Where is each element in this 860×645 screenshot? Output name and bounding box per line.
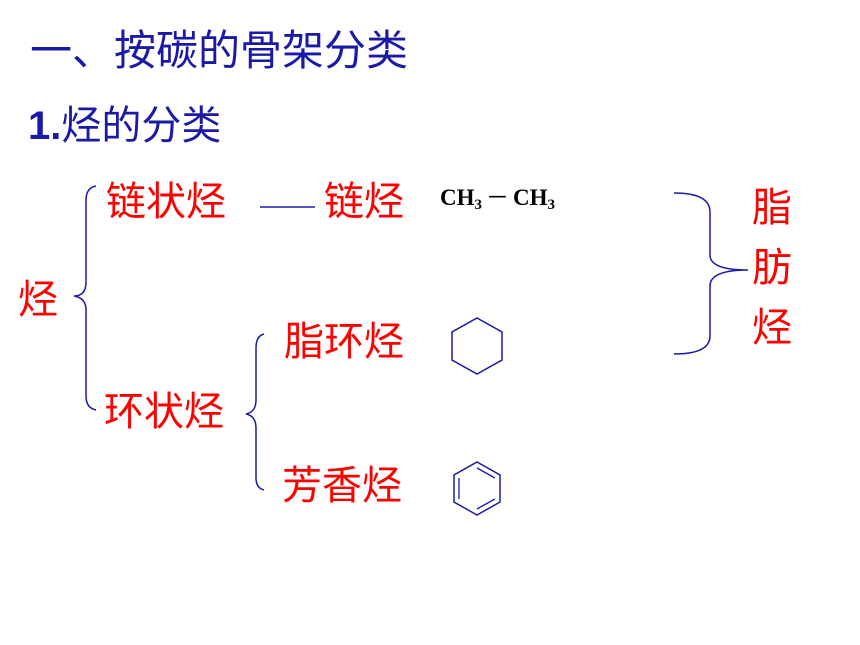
section-title: 1.烃的分类 <box>28 106 221 146</box>
aromatic-label: 芳香烃 <box>282 463 402 509</box>
aliphatic-char-3: 烃 <box>752 305 792 351</box>
benzene-icon <box>453 461 501 516</box>
section-number: 1. <box>28 104 62 148</box>
page-title: 一、按碳的骨架分类 <box>30 26 409 75</box>
ring-brace <box>245 333 265 491</box>
root-label: 烃 <box>18 277 58 323</box>
chain-alkane-label: 链烃 <box>324 179 404 225</box>
section-text: 烃的分类 <box>61 103 222 149</box>
aliphatic-brace <box>673 192 749 355</box>
root-brace <box>73 185 97 411</box>
aliphatic-char-1: 脂 <box>752 185 792 231</box>
ethane-formula: CH3－CH3 <box>440 185 555 213</box>
cyclohexane-icon <box>451 317 503 375</box>
alicyclic-label: 脂环烃 <box>284 319 404 365</box>
cyclic-hydrocarbon-label: 环状烃 <box>104 389 224 435</box>
aliphatic-char-2: 肪 <box>752 245 792 291</box>
chain-hydrocarbon-label: 链状烃 <box>106 179 226 225</box>
